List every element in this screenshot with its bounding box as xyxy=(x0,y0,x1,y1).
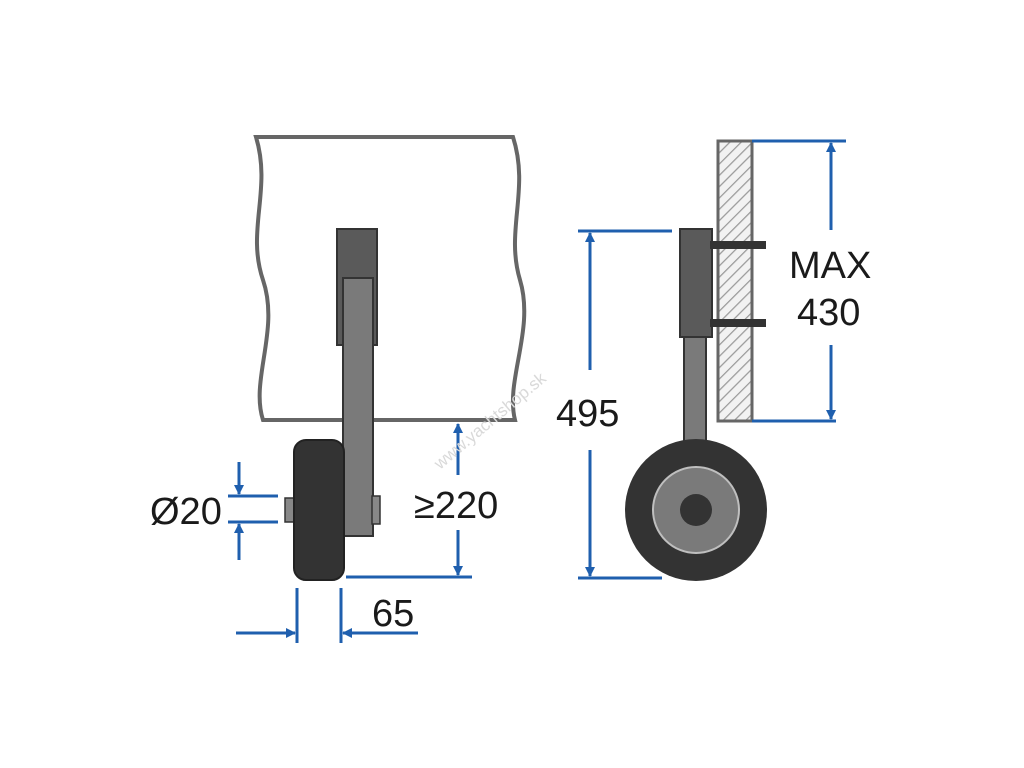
height-label: 495 xyxy=(556,393,619,435)
front-view xyxy=(253,135,527,581)
max-label-value: 430 xyxy=(797,292,860,334)
side-leg xyxy=(683,336,707,448)
transom-section xyxy=(716,139,754,423)
clamp-upper xyxy=(710,241,766,249)
front-leg xyxy=(342,277,374,537)
clearance-label: ≥220 xyxy=(414,485,498,527)
front-axle-collar xyxy=(371,495,381,525)
front-wheel xyxy=(293,439,345,581)
clearance-dimension xyxy=(346,423,472,579)
height-dimension xyxy=(578,229,672,580)
max-dimension xyxy=(752,139,846,423)
side-wheel-axle xyxy=(680,494,712,526)
diameter-label: Ø20 xyxy=(150,491,222,533)
offset-label: 65 xyxy=(372,593,414,635)
max-label-word: MAX xyxy=(789,245,871,287)
side-view xyxy=(625,139,767,581)
transom-outline xyxy=(253,135,527,422)
clamp-lower xyxy=(710,319,766,327)
diameter-dimension xyxy=(228,462,278,560)
offset-dimension xyxy=(236,588,418,643)
side-bracket xyxy=(679,228,713,338)
